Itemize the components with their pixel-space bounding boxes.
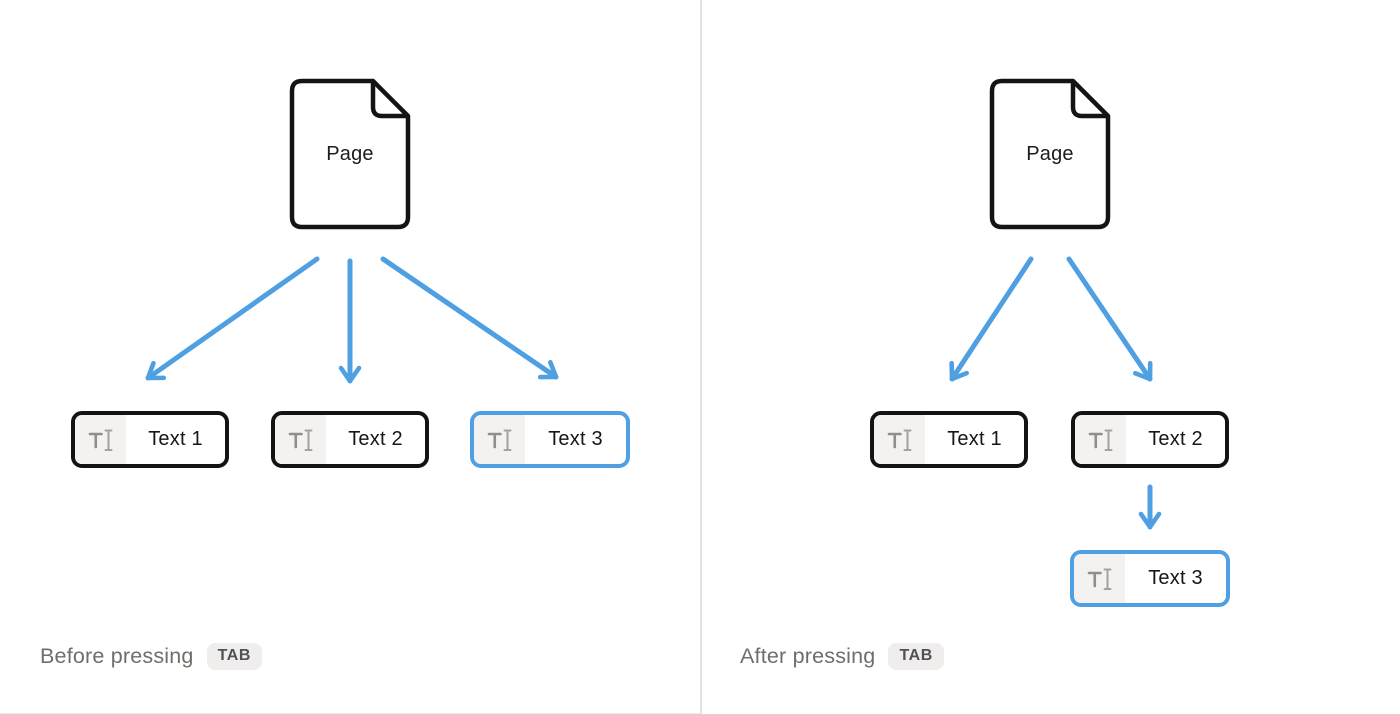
arrow-right-page-to-text1 (952, 256, 1034, 382)
caption-text: Before pressing (40, 643, 194, 668)
text-block-right-2: Text 2 (1071, 411, 1229, 468)
page-node-right: Page (989, 78, 1111, 230)
text-block-label: Text 3 (548, 428, 603, 450)
text-block-left-1: Text 1 (71, 411, 229, 468)
text-block-label: Text 2 (348, 428, 403, 450)
arrow-left-page-to-text3 (380, 256, 559, 380)
caption-left: Before pressing TAB (40, 640, 263, 672)
text-block-label: Text 1 (947, 428, 1002, 450)
caption-text: After pressing (740, 643, 876, 668)
text-block-right-3-selected: Text 3 (1070, 550, 1230, 607)
text-block-label: Text 1 (148, 428, 203, 450)
document-icon (989, 78, 1111, 230)
tab-key-badge: TAB (888, 642, 944, 670)
page-label: Page (1026, 142, 1074, 165)
panel-divider (700, 0, 702, 714)
text-cursor-icon (275, 415, 326, 464)
caption-right: After pressing TAB (740, 640, 944, 672)
text-cursor-icon (1074, 554, 1125, 603)
text-block-label: Text 3 (1148, 567, 1203, 589)
document-icon (289, 78, 411, 230)
text-cursor-icon (474, 415, 525, 464)
page-label: Page (326, 142, 374, 165)
text-cursor-icon (75, 415, 126, 464)
text-cursor-icon (1075, 415, 1126, 464)
text-block-right-1: Text 1 (870, 411, 1028, 468)
arrow-right-page-to-text2 (1066, 256, 1153, 382)
text-block-left-3-selected: Text 3 (470, 411, 630, 468)
text-block-label: Text 2 (1148, 428, 1203, 450)
tab-key-badge: TAB (206, 642, 263, 670)
page-node-left: Page (289, 78, 411, 230)
text-cursor-icon (874, 415, 925, 464)
text-block-left-2: Text 2 (271, 411, 429, 468)
arrow-left-page-to-text1 (145, 256, 320, 381)
